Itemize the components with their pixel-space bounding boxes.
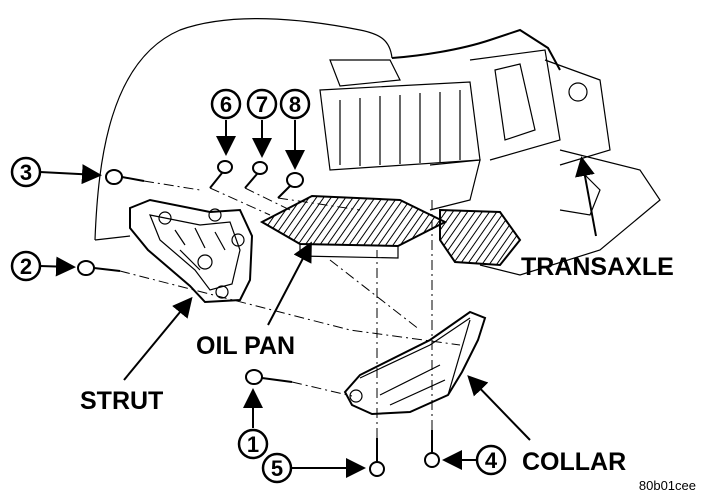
bolt-6 <box>209 160 233 189</box>
svg-text:8: 8 <box>289 92 301 117</box>
callout-6: 6 <box>210 88 242 120</box>
figure-code: 80b01cee <box>639 478 696 493</box>
callout-5: 5 <box>261 452 293 484</box>
callout-4: 4 <box>475 444 507 476</box>
svg-text:7: 7 <box>256 92 268 117</box>
svg-text:2: 2 <box>20 254 32 279</box>
callout-1: 1 <box>237 428 269 460</box>
bolt-4 <box>424 430 440 468</box>
oil-pan <box>259 194 448 259</box>
svg-text:3: 3 <box>20 160 32 185</box>
label-strut: STRUT <box>80 387 163 415</box>
callout-2: 2 <box>10 250 42 282</box>
callout-8: 8 <box>279 88 311 120</box>
label-collar: COLLAR <box>522 448 626 476</box>
strut-bracket <box>129 198 254 304</box>
svg-text:4: 4 <box>485 448 498 473</box>
bolt-1 <box>245 369 293 385</box>
callout-arrows <box>39 120 597 478</box>
label-oil-pan: OIL PAN <box>196 332 295 360</box>
svg-text:6: 6 <box>220 92 232 117</box>
callout-3: 3 <box>10 156 42 188</box>
collar-bracket <box>343 310 487 416</box>
bolt-5 <box>369 438 385 477</box>
alignment-lines <box>119 180 461 438</box>
bolt-2 <box>77 260 121 276</box>
svg-text:1: 1 <box>247 432 259 457</box>
label-transaxle: TRANSAXLE <box>521 253 674 281</box>
bolts <box>77 160 440 477</box>
transaxle-housing <box>439 208 522 267</box>
svg-text:5: 5 <box>271 456 283 481</box>
bolt-7 <box>244 161 268 189</box>
bolt-3 <box>105 169 145 185</box>
callout-7: 7 <box>246 88 278 120</box>
bolt-8 <box>277 172 304 199</box>
callout-circles: 3 2 6 7 8 1 5 4 <box>10 88 507 484</box>
